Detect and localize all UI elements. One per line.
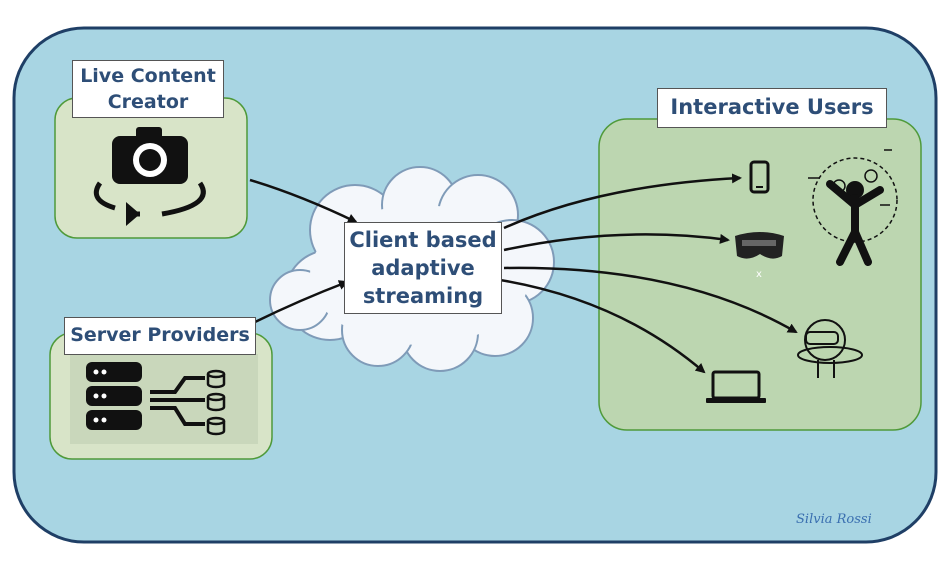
laptop-icon bbox=[706, 370, 766, 403]
arrow-cloud-to-vr-head bbox=[503, 266, 798, 334]
creator-title-line-1: Live Content bbox=[80, 65, 216, 87]
arrow-cloud-to-laptop bbox=[499, 278, 706, 374]
center-title-line-2: adaptive bbox=[371, 256, 475, 280]
arrow-creator-to-cloud bbox=[249, 178, 358, 224]
center-title: Client based adaptive streaming bbox=[344, 222, 502, 314]
users-title: Interactive Users bbox=[657, 88, 887, 128]
center-title-line-1: Client based bbox=[349, 228, 497, 252]
center-title-line-3: streaming bbox=[362, 284, 484, 308]
arrow-cloud-to-smartphone bbox=[503, 173, 742, 230]
arrow-providers-to-cloud bbox=[254, 280, 349, 324]
providers-title: Server Providers bbox=[64, 317, 256, 355]
device-glyph-label: x bbox=[756, 269, 762, 280]
camera-360-icon bbox=[93, 127, 206, 226]
arrow-cloud-to-vr-headset bbox=[503, 233, 730, 252]
creator-title-line-2: Creator bbox=[107, 91, 189, 113]
creator-title: Live Content Creator bbox=[72, 60, 224, 118]
vr-headset-icon bbox=[735, 232, 784, 259]
author-signature: Silvia Rossi bbox=[796, 512, 872, 527]
flow-arrows bbox=[249, 173, 798, 374]
server-database-icon bbox=[86, 362, 226, 436]
vr-user-icon bbox=[808, 149, 898, 266]
vr-head-icon bbox=[797, 319, 863, 378]
smartphone-icon bbox=[749, 160, 770, 194]
